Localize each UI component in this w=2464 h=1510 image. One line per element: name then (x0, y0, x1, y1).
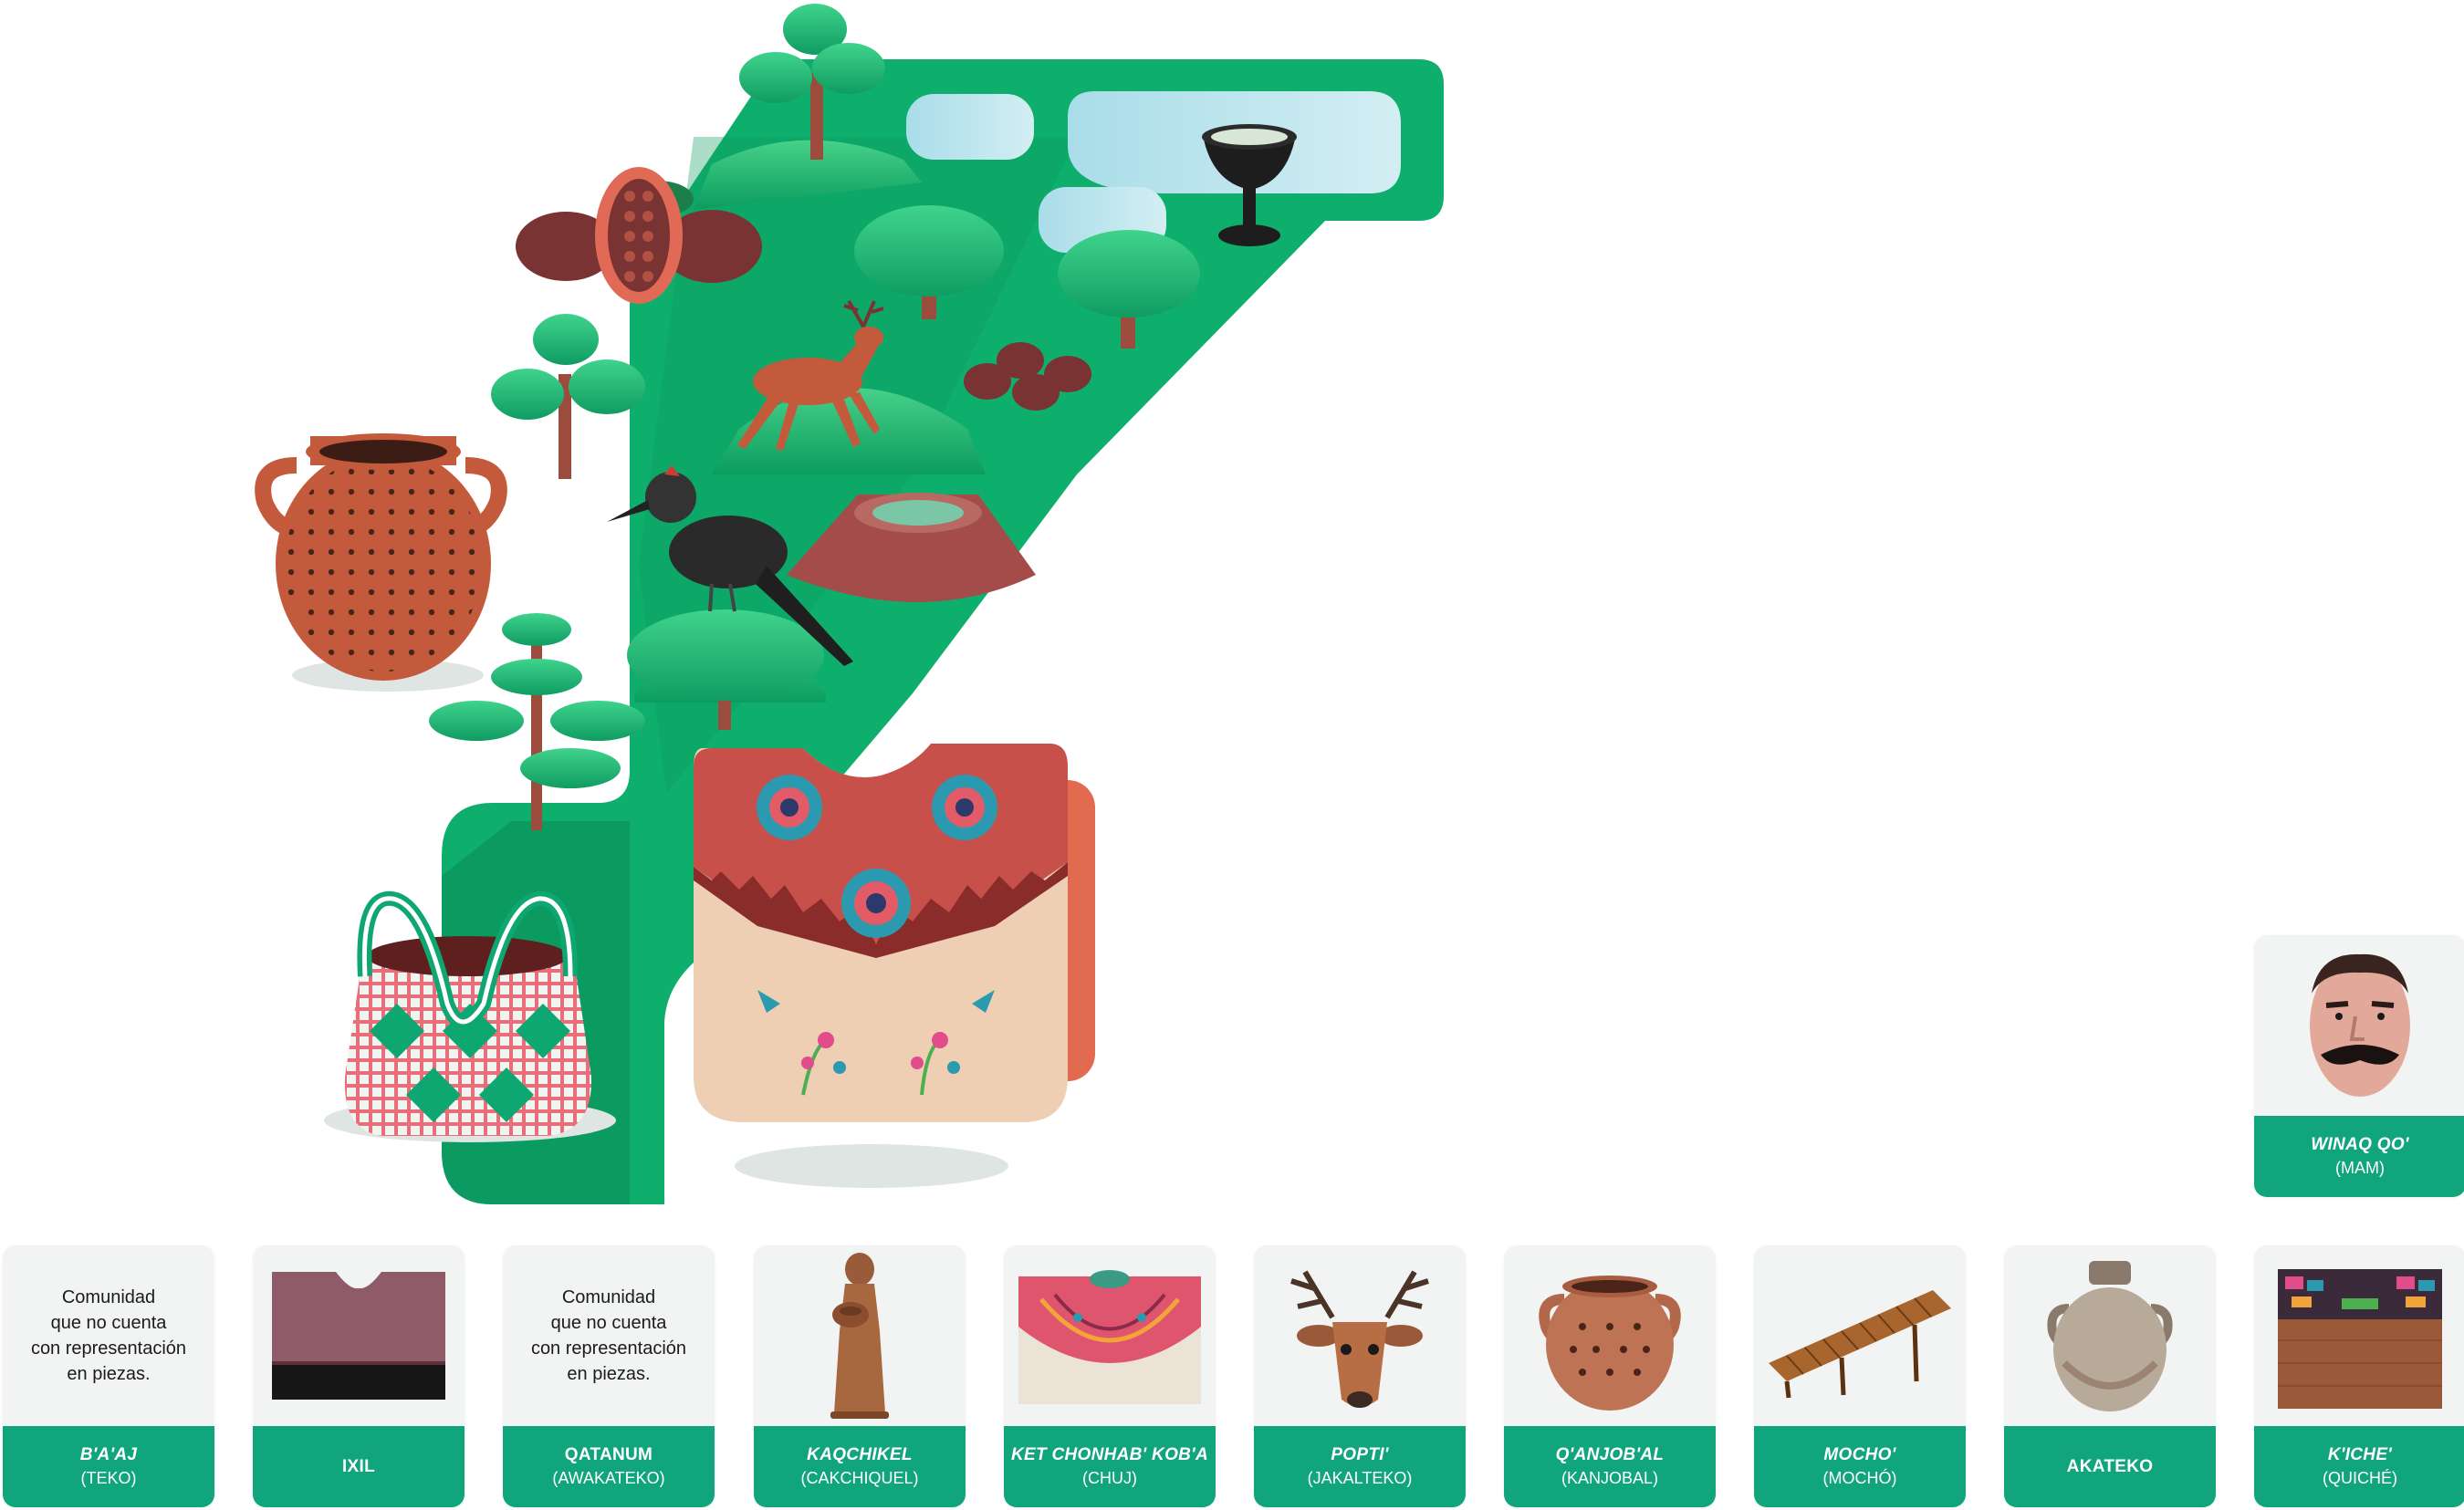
community-card[interactable]: KET CHONHAB' KOB'A (CHUJ) (1004, 1245, 1216, 1507)
deer-icon (737, 300, 884, 451)
community-name: POPTI' (1331, 1445, 1389, 1464)
bowl-icon (1202, 124, 1297, 246)
community-name: K'ICHE' (2327, 1445, 2393, 1464)
card-label-band: QATANUM (AWAKATEKO) (503, 1426, 715, 1507)
community-name: WINAQ QO' (2311, 1135, 2409, 1154)
woven-huipil-icon (2278, 1269, 2442, 1409)
community-card[interactable]: AKATEKO (2004, 1245, 2216, 1507)
community-card[interactable]: Comunidad que no cuenta con representaci… (503, 1245, 715, 1507)
star-motif (757, 775, 997, 938)
volcano-icon (787, 493, 1036, 602)
flower-embroidery (757, 990, 995, 1096)
cacao-icon (516, 167, 762, 304)
no-pieces-note: Comunidad que no cuenta con representaci… (530, 1287, 687, 1384)
card-image-area: Comunidad que no cuenta con representaci… (503, 1245, 715, 1426)
card-label-band: KAQCHIKEL (CAKCHIQUEL) (754, 1426, 966, 1507)
card-image-area (754, 1245, 966, 1426)
card-image-area (2254, 935, 2464, 1116)
community-card[interactable]: MOCHO' (MOCHÓ) (1754, 1245, 1966, 1507)
community-card[interactable]: IXIL (253, 1245, 465, 1507)
community-name: Q'ANJOB'AL (1555, 1445, 1665, 1464)
clay-pot-icon (255, 433, 507, 692)
clay-figurine-icon (830, 1253, 889, 1419)
community-card[interactable]: Q'ANJOB'AL (KANJOBAL) (1504, 1245, 1716, 1507)
card-label-band: K'ICHE' (QUICHÉ) (2254, 1426, 2464, 1507)
community-alt-name: (KANJOBAL) (1561, 1469, 1659, 1487)
community-card[interactable]: KAQCHIKEL (CAKCHIQUEL) (754, 1245, 966, 1507)
community-name: QATANUM (564, 1445, 653, 1464)
tree-icon (1058, 230, 1200, 349)
card-label-band: IXIL (253, 1426, 465, 1507)
woven-bag-icon (324, 890, 616, 1142)
mustache-mask-icon (2310, 953, 2410, 1097)
community-alt-name: (CHUJ) (1082, 1469, 1137, 1487)
tree-icon (491, 314, 645, 479)
community-card[interactable]: K'ICHE' (QUICHÉ) (2254, 1245, 2464, 1507)
huipil-dark-icon (272, 1272, 445, 1400)
community-name: B'A'AJ (79, 1445, 138, 1464)
community-name: AKATEKO (2066, 1456, 2154, 1476)
card-image-area (2004, 1245, 2216, 1426)
card-image-area (2254, 1245, 2464, 1426)
card-label-band: POPTI' (JAKALTEKO) (1254, 1426, 1466, 1507)
marimba-icon (1769, 1290, 1951, 1399)
tree-icon (627, 609, 824, 730)
coffee-beans-icon (964, 342, 1091, 411)
clay-jar-icon (2047, 1261, 2173, 1411)
community-alt-name: (MOCHÓ) (1822, 1469, 1897, 1487)
card-label-band: Q'ANJOB'AL (KANJOBAL) (1504, 1426, 1716, 1507)
community-alt-name: (MAM) (2335, 1159, 2385, 1177)
community-card[interactable]: WINAQ QO' (MAM) (2254, 935, 2464, 1197)
community-name: IXIL (341, 1456, 376, 1476)
huipil-icon (694, 744, 1095, 1188)
card-image-area (1254, 1245, 1466, 1426)
card-image-area (1504, 1245, 1716, 1426)
community-name: KAQCHIKEL (807, 1445, 913, 1464)
community-alt-name: (TEKO) (80, 1469, 137, 1487)
community-card[interactable]: Comunidad que no cuenta con representaci… (3, 1245, 214, 1507)
community-alt-name: (AWAKATEKO) (552, 1469, 665, 1487)
tree-icon (739, 4, 885, 160)
no-pieces-note: Comunidad que no cuenta con representaci… (30, 1287, 187, 1384)
card-image-area (1004, 1245, 1216, 1426)
community-alt-name: (CAKCHIQUEL) (800, 1469, 919, 1487)
card-image-area (1754, 1245, 1966, 1426)
card-image-area (253, 1245, 465, 1426)
tree-icon (854, 205, 1004, 319)
community-alt-name: (JAKALTEKO) (1307, 1469, 1413, 1487)
community-name: KET CHONHAB' KOB'A (1010, 1445, 1209, 1464)
tree-icon (429, 613, 645, 830)
embroidered-blouse-icon (1018, 1270, 1201, 1404)
community-card[interactable]: POPTI' (JAKALTEKO) (1254, 1245, 1466, 1507)
clay-pot-icon (1539, 1276, 1681, 1411)
deer-mask-icon (1290, 1270, 1429, 1408)
community-name: MOCHO' (1823, 1445, 1896, 1464)
card-label-band: KET CHONHAB' KOB'A (CHUJ) (1004, 1426, 1216, 1507)
card-label-band: AKATEKO (2004, 1426, 2216, 1507)
card-label-band: B'A'AJ (TEKO) (3, 1426, 214, 1507)
card-label-band: WINAQ QO' (MAM) (2254, 1116, 2464, 1197)
card-label-band: MOCHO' (MOCHÓ) (1754, 1426, 1966, 1507)
card-image-area: Comunidad que no cuenta con representaci… (3, 1245, 214, 1426)
community-alt-name: (QUICHÉ) (2323, 1469, 2397, 1487)
bird-icon (607, 465, 853, 666)
